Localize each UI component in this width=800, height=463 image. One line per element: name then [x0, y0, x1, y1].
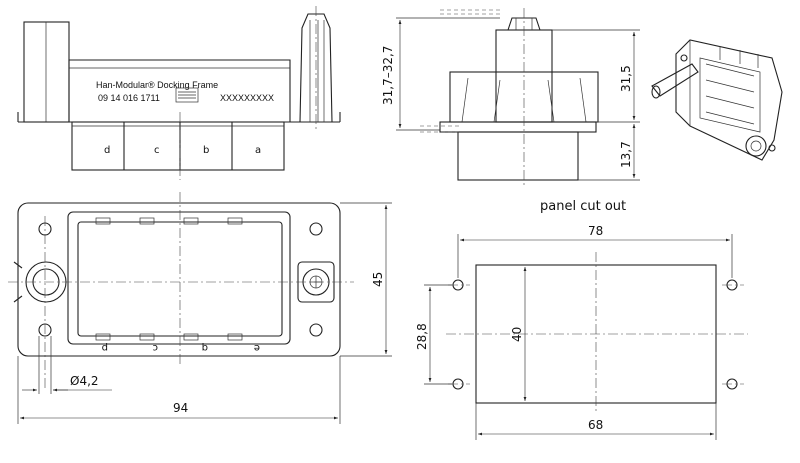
dim-hole-diameter: Ø4,2 — [70, 374, 99, 388]
dim-hole-spacing-y: 28,8 — [415, 323, 429, 350]
slot-label-c: c — [154, 145, 160, 156]
part-number: 09 14 016 1711 — [98, 93, 160, 103]
dim-height-45: 45 — [371, 272, 385, 287]
slot-label-p: p — [102, 342, 108, 353]
dim-height-right-upper: 31,5 — [619, 65, 633, 92]
dim-width-94: 94 — [173, 401, 188, 415]
dim-cut-width: 68 — [588, 418, 603, 432]
dim-height-right-lower: 13,7 — [619, 141, 633, 168]
side-view: 31,7–32,7 31,5 13,7 — [381, 8, 640, 188]
front-view: Han-Modular® Docking Frame 09 14 016 171… — [17, 6, 341, 180]
top-view: p c q e 45 94 Ø4,2 — [8, 192, 392, 424]
placeholder-code: XXXXXXXXX — [220, 93, 274, 103]
isometric-view — [651, 39, 783, 161]
brand-line: Han-Modular® Docking Frame — [96, 80, 218, 90]
dim-height-upper: 31,7–32,7 — [381, 46, 395, 105]
label-mark-icon — [175, 87, 199, 103]
dim-cut-height: 40 — [510, 327, 524, 342]
slot-label-c2: c — [153, 342, 159, 353]
panel-cutout-view: panel cut out 78 68 28,8 40 — [415, 199, 748, 440]
cutout-title: panel cut out — [540, 199, 626, 214]
slot-label-a: a — [255, 145, 261, 156]
slot-label-b: b — [203, 145, 209, 156]
slot-label-q: q — [202, 342, 208, 353]
slot-label-d: d — [104, 145, 110, 156]
dim-hole-spacing-x: 78 — [588, 224, 603, 238]
slot-label-e: e — [254, 342, 260, 353]
